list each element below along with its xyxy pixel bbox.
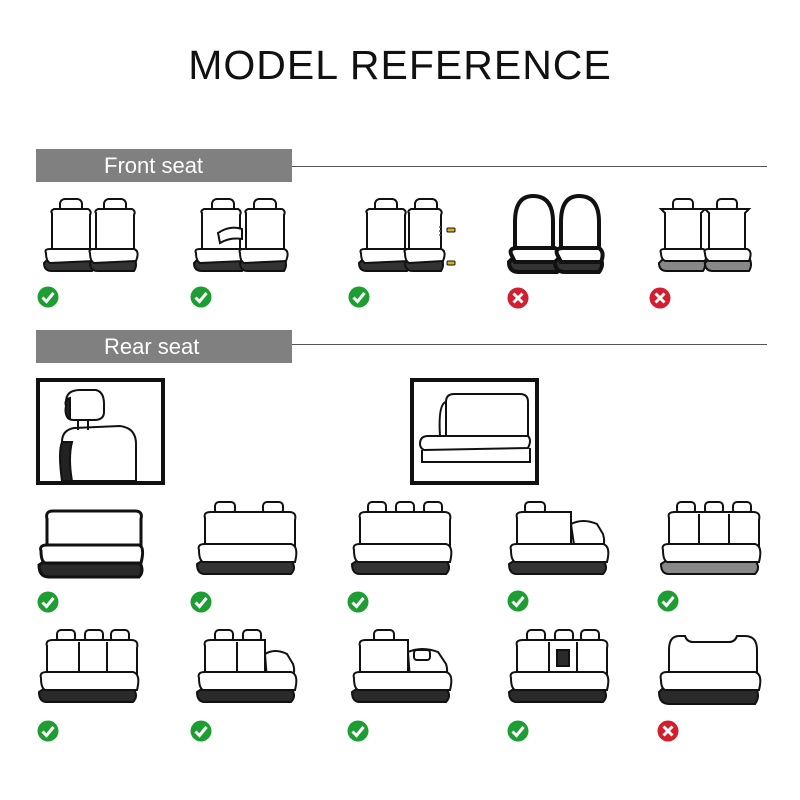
rear-bench-integrated-backrest: [655, 628, 767, 708]
section-divider: [292, 166, 767, 167]
check-icon: [507, 720, 529, 742]
check-icon: [37, 286, 59, 308]
rear-seat-section-header: Rear seat: [36, 330, 292, 363]
rear-reference-bench-outline: [410, 378, 539, 485]
front-seat-pair-headrests: [40, 195, 140, 275]
rear-bench-3-headrests-split: [657, 500, 767, 580]
check-icon: [657, 590, 679, 612]
cross-icon: [507, 287, 529, 309]
check-icon: [348, 286, 370, 308]
front-seat-pair-integrated-headrest: [505, 192, 605, 277]
front-seat-pair-with-armrest: [190, 195, 290, 275]
cross-icon: [657, 720, 679, 742]
check-icon: [37, 591, 59, 613]
rear-bench-split-armrest: [505, 500, 615, 580]
check-icon: [190, 286, 212, 308]
check-icon: [190, 720, 212, 742]
page-title: MODEL REFERENCE: [188, 42, 612, 88]
rear-bench-1-headrest-armrest: [348, 628, 458, 708]
front-seat-section-header: Front seat: [36, 149, 292, 182]
rear-bench-3-headrests: [348, 500, 458, 580]
rear-bench-3-headrests-passthrough: [505, 628, 615, 708]
front-seat-pair-with-side-airbag-clips: [355, 195, 460, 275]
rear-bench-3-headrests-split-dark: [35, 628, 145, 708]
check-icon: [37, 720, 59, 742]
front-seat-pair-sport-bolsters: [655, 195, 755, 275]
check-icon: [190, 591, 212, 613]
rear-bench-2-headrests: [193, 500, 303, 580]
rear-bench-2-headrests-armrest: [193, 628, 303, 708]
check-icon: [347, 720, 369, 742]
rear-bench-no-headrest: [35, 505, 150, 580]
cross-icon: [649, 287, 671, 309]
check-icon: [347, 591, 369, 613]
check-icon: [507, 590, 529, 612]
rear-reference-headrest-detail: [36, 378, 165, 485]
section-divider: [292, 344, 767, 345]
